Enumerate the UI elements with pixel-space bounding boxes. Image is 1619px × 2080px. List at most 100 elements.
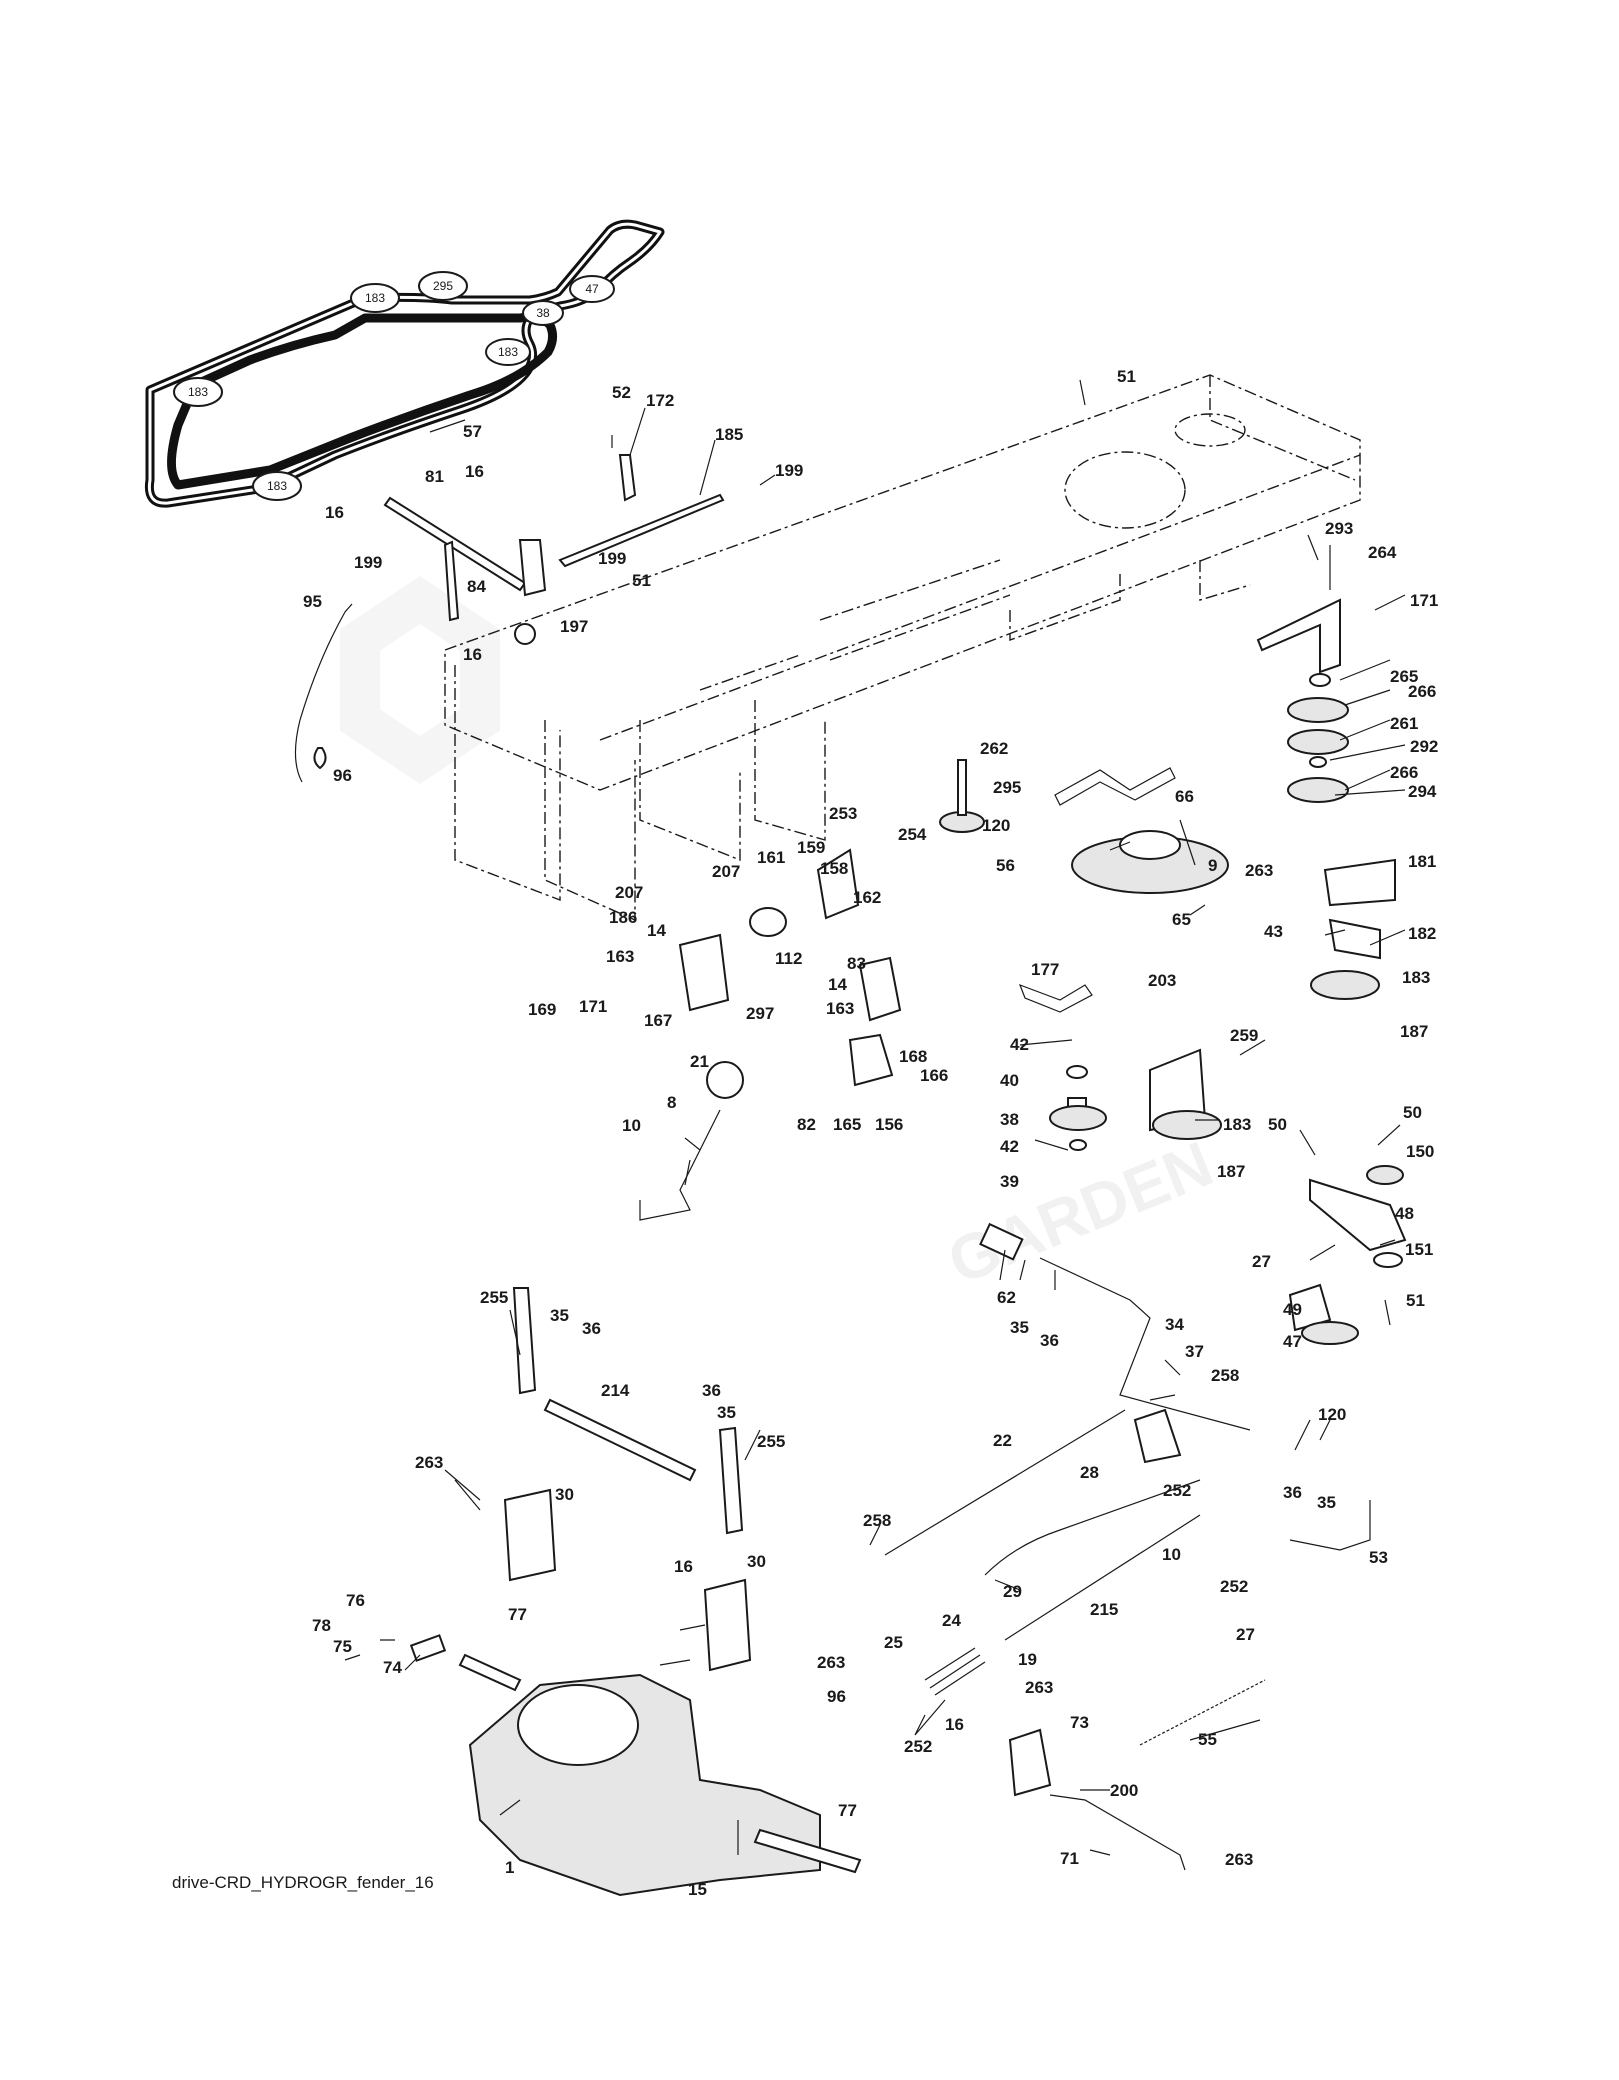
part-label: 14 [828, 975, 847, 994]
part-label: 197 [560, 617, 588, 636]
spacer-292 [1309, 756, 1327, 768]
part-label: 295 [993, 778, 1021, 797]
sleeve-62 [979, 1222, 1024, 1261]
svg-text:295: 295 [433, 279, 453, 293]
part-label: 77 [838, 1801, 857, 1820]
part-label: 199 [775, 461, 803, 480]
part-label: 81 [425, 467, 444, 486]
spacer-74 [409, 1634, 447, 1662]
transmission-fan [517, 1684, 639, 1766]
part-label: 75 [333, 1637, 352, 1656]
part-label: 262 [980, 739, 1008, 758]
part-label: 10 [1162, 1545, 1181, 1564]
part-label: 95 [303, 592, 322, 611]
part-label: 166 [920, 1066, 948, 1085]
part-label: 294 [1408, 782, 1437, 801]
pulley-38 [1049, 1105, 1107, 1131]
part-label: 35 [717, 1403, 736, 1422]
part-label: 96 [827, 1687, 846, 1706]
part-label: 35 [550, 1306, 569, 1325]
bracket-172 [618, 454, 637, 502]
svg-text:38: 38 [536, 306, 550, 320]
part-label: 263 [817, 1653, 845, 1672]
svg-text:183: 183 [498, 345, 518, 359]
washer-42b [1069, 1139, 1087, 1151]
rod-34 [1039, 1257, 1251, 1431]
axle-left [458, 1653, 522, 1692]
part-label: 42 [1010, 1035, 1029, 1054]
rod-22 [884, 1409, 1126, 1556]
part-label: 10 [622, 1116, 641, 1135]
part-label: 177 [1031, 960, 1059, 979]
part-label: 21 [690, 1052, 709, 1071]
part-label: 263 [415, 1453, 443, 1472]
part-label: 29 [1003, 1582, 1022, 1601]
part-label: 43 [1264, 922, 1283, 941]
plate-255 [512, 1287, 537, 1395]
belt-pulley-3: 47 [569, 275, 615, 303]
part-label: 200 [1110, 1781, 1138, 1800]
part-label: 167 [644, 1011, 672, 1030]
spring-55 [1139, 1679, 1266, 1746]
part-label: 199 [598, 549, 626, 568]
belt-pulley-5: 183 [485, 338, 531, 366]
part-label: 252 [1163, 1481, 1191, 1500]
part-label: 56 [996, 856, 1015, 875]
part-label: 207 [712, 862, 740, 881]
bracket-167 [678, 933, 730, 1012]
rod-215 [1004, 1514, 1201, 1641]
part-label: 9 [1208, 856, 1217, 875]
part-label: 38 [1000, 1110, 1019, 1129]
part-label: 27 [1252, 1252, 1271, 1271]
part-label: 252 [904, 1737, 932, 1756]
part-label: 258 [1211, 1366, 1239, 1385]
part-label: 214 [601, 1381, 630, 1400]
part-label: 50 [1403, 1103, 1422, 1122]
part-label: 71 [1060, 1849, 1079, 1868]
part-label: 50 [1268, 1115, 1287, 1134]
part-label: 55 [1198, 1730, 1217, 1749]
part-label: 24 [942, 1611, 961, 1630]
lever-71 [1049, 1794, 1186, 1871]
part-label: 16 [465, 462, 484, 481]
part-label: 52 [612, 383, 631, 402]
part-label: 169 [528, 1000, 556, 1019]
spring-66 [1054, 767, 1176, 806]
part-label: 199 [354, 553, 382, 572]
washer-151 [1373, 1252, 1403, 1268]
part-label: 159 [797, 838, 825, 857]
part-label: 8 [667, 1093, 676, 1112]
part-label: 48 [1395, 1204, 1414, 1223]
part-label: 252 [1220, 1577, 1248, 1596]
bracket-30b [703, 1578, 752, 1672]
svg-text:183: 183 [188, 385, 208, 399]
bracket-49 [1288, 1283, 1332, 1332]
part-label: 203 [1148, 971, 1176, 990]
part-label: 25 [884, 1633, 903, 1652]
part-label: 259 [1230, 1026, 1258, 1045]
part-label: 16 [463, 645, 482, 664]
part-label: 162 [853, 888, 881, 907]
part-label: 187 [1400, 1022, 1428, 1041]
part-label: 37 [1185, 1342, 1204, 1361]
part-label: 19 [1018, 1650, 1037, 1669]
part-label: 266 [1408, 682, 1436, 701]
part-label: 74 [383, 1658, 402, 1677]
part-label: 185 [715, 425, 743, 444]
part-label: 265 [1390, 667, 1418, 686]
part-label: 263 [1025, 1678, 1053, 1697]
part-label: 292 [1410, 737, 1438, 756]
part-label: 161 [757, 848, 785, 867]
part-label: 156 [875, 1115, 903, 1134]
part-label: 28 [1080, 1463, 1099, 1482]
part-label: 65 [1172, 910, 1191, 929]
parts-shapes [294, 454, 1407, 1897]
bracket-83 [858, 956, 902, 1022]
part-label: 66 [1175, 787, 1194, 806]
bracket-177 [1018, 983, 1093, 1013]
part-label: 172 [646, 391, 674, 410]
part-label: 261 [1390, 714, 1418, 733]
part-label: 53 [1369, 1548, 1388, 1567]
shaft-214 [543, 1398, 697, 1482]
part-label: 76 [346, 1591, 365, 1610]
